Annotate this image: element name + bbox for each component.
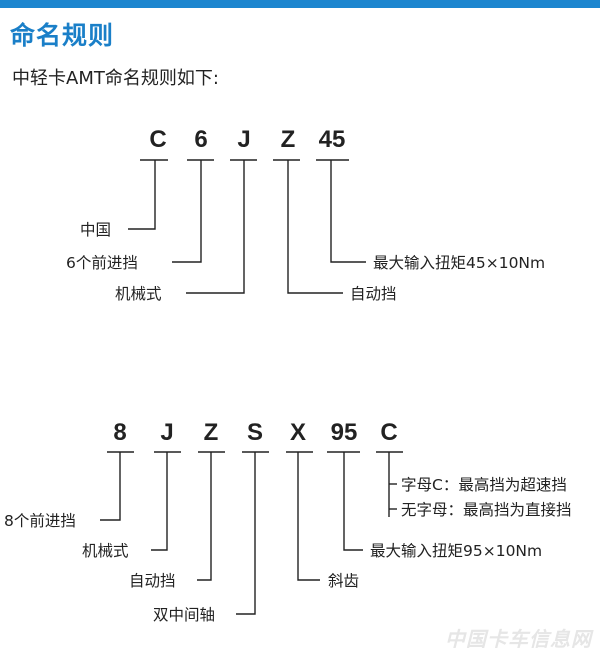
- diagram-2: 8 J Z S X 95 C 8个前进挡 机械式 自动挡 双中间轴 斜齿 最大输…: [4, 419, 572, 624]
- connector-gears: [172, 160, 202, 263]
- code-char: Z: [281, 126, 296, 153]
- code-char: X: [290, 419, 306, 446]
- connector-automatic: [197, 452, 212, 581]
- connector-countershaft: [236, 452, 256, 615]
- label-letter-c: 字母C：最高挡为超速挡: [401, 476, 567, 494]
- label-mechanical: 机械式: [82, 542, 129, 560]
- label-gears: 6个前进挡: [66, 254, 138, 272]
- code-char: 95: [331, 419, 358, 446]
- code-char: C: [380, 419, 397, 446]
- connector-torque: [330, 160, 366, 263]
- code-char: 45: [319, 126, 346, 153]
- label-no-letter: 无字母：最高挡为直接挡: [401, 501, 572, 519]
- label-china: 中国: [80, 221, 111, 239]
- code-char: J: [160, 419, 173, 446]
- label-torque: 最大输入扭矩95×10Nm: [370, 542, 542, 560]
- code-char: 6: [194, 126, 207, 153]
- connector-automatic: [287, 160, 343, 294]
- connector-china: [128, 160, 156, 230]
- connector-mechanical: [186, 160, 245, 294]
- page-subtitle: 中轻卡AMT命名规则如下:: [12, 68, 219, 89]
- label-automatic: 自动挡: [129, 572, 176, 590]
- connector-helical: [297, 452, 320, 581]
- connector-torque: [343, 452, 363, 551]
- label-gears: 8个前进挡: [4, 512, 76, 530]
- code-char: J: [237, 126, 250, 153]
- top-accent-bar: [0, 0, 600, 8]
- code-char: S: [247, 419, 263, 446]
- code-char: C: [149, 126, 166, 153]
- label-automatic: 自动挡: [350, 285, 397, 303]
- code-char: Z: [204, 419, 219, 446]
- label-countershaft: 双中间轴: [153, 606, 215, 624]
- watermark: 中国卡车信息网: [445, 627, 594, 651]
- connector-gears: [100, 452, 121, 521]
- label-mechanical: 机械式: [115, 285, 162, 303]
- label-helical: 斜齿: [328, 572, 359, 590]
- code-char: 8: [113, 419, 126, 446]
- connector-mechanical: [151, 452, 168, 551]
- diagram-1: C 6 J Z 45 中国 6个前进挡 机械式 自动挡 最大输入扭矩45×10N…: [66, 126, 545, 303]
- label-torque: 最大输入扭矩45×10Nm: [373, 254, 545, 272]
- page-title: 命名规则: [10, 21, 115, 50]
